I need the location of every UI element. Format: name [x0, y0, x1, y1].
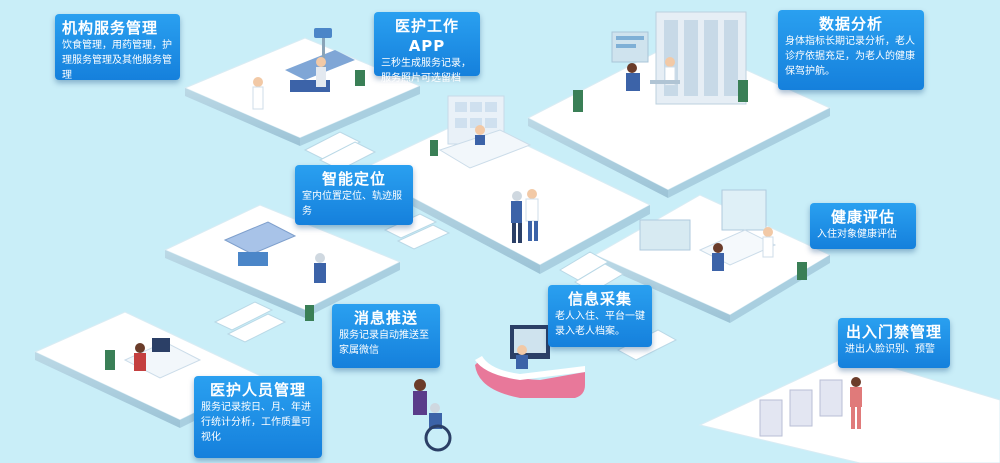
card-title: 医护工作APP [394, 17, 459, 55]
card-medical-app: 医护工作APP 三秒生成服务记录，服务照片可选留档 [374, 12, 480, 84]
card-body: 入住对象健康评估 [817, 229, 897, 240]
card-title: 医护人员管理 [209, 381, 306, 399]
card-health-assessment: 健康评估 入住对象健康评估 [810, 203, 916, 249]
card-title: 出入门禁管理 [845, 323, 942, 341]
hospital-bed-scene [252, 28, 365, 110]
card-message-push: 消息推送 服务记录自动推送至家属微信 [332, 304, 440, 368]
platform-bottom-right [698, 354, 1000, 463]
data-analysis-scene [573, 11, 748, 112]
card-body: 饮食管理，用药管理，护理服务管理及其他服务管理 [62, 40, 172, 81]
reception-desk [475, 325, 585, 398]
office-desk-scene [105, 338, 202, 379]
card-body: 室内位置定位、轨迹服务 [302, 191, 402, 217]
card-title: 消息推送 [353, 309, 418, 327]
card-title: 智能定位 [321, 170, 386, 188]
platform-mid-left [163, 204, 402, 318]
card-data-analysis: 数据分析 身体指标长期记录分析，老人诊疗依据充足，为老人的健康保驾护航。 [778, 10, 924, 90]
card-body: 服务记录按日、月、年进行统计分析，工作质量可视化 [201, 402, 311, 443]
card-title: 信息采集 [567, 290, 632, 308]
card-info-collection: 信息采集 老人入住、平台一键录入老人档案。 [548, 285, 652, 347]
card-body: 三秒生成服务记录，服务照片可选留档 [381, 58, 471, 84]
card-body: 服务记录自动推送至家属微信 [339, 330, 429, 356]
card-access-control: 出入门禁管理 进出人脸识别、预警 [838, 318, 950, 368]
health-check-scene [639, 189, 807, 280]
card-staff-management: 医护人员管理 服务记录按日、月、年进行统计分析，工作质量可视化 [194, 376, 322, 458]
card-institution-service: 机构服务管理 饮食管理，用药管理，护理服务管理及其他服务管理 [55, 14, 180, 81]
card-body: 进出人脸识别、预警 [845, 344, 935, 355]
card-title: 健康评估 [830, 208, 895, 226]
wheelchair-scene [413, 379, 452, 452]
pharmacy-shelves [430, 95, 532, 169]
card-body: 老人入住、平台一键录入老人档案。 [555, 311, 645, 337]
card-title: 机构服务管理 [62, 19, 159, 37]
card-smart-positioning: 智能定位 室内位置定位、轨迹服务 [295, 165, 413, 225]
therapy-bed-scene [223, 221, 326, 321]
stairs [213, 131, 678, 361]
card-title: 数据分析 [818, 15, 883, 33]
card-body: 身体指标长期记录分析，老人诊疗依据充足，为老人的健康保驾护航。 [785, 36, 915, 77]
walking-couple [511, 189, 539, 243]
access-gates [759, 377, 862, 437]
